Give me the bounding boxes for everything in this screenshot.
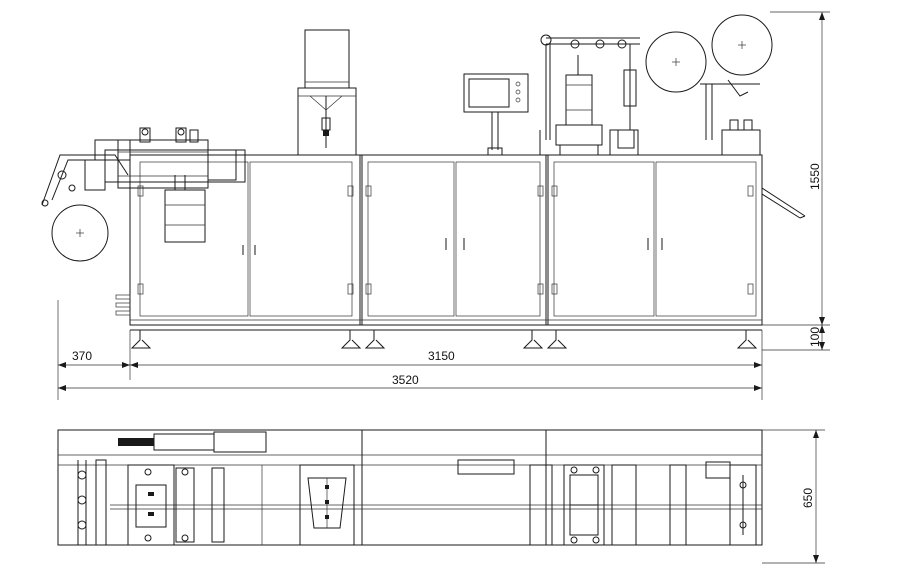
feeding-hopper xyxy=(297,29,357,156)
plan-heater xyxy=(118,431,267,453)
control-panel xyxy=(463,73,529,156)
dim-infeed-length: 370 xyxy=(72,349,92,363)
plan-control-box xyxy=(457,459,515,475)
dim-machine-width: 650 xyxy=(801,488,815,508)
front-elevation xyxy=(41,14,806,349)
sealing-station xyxy=(539,55,639,156)
dim-machine-height: 1550 xyxy=(808,163,822,190)
forming-station xyxy=(117,127,237,243)
unwind-roll xyxy=(41,139,246,262)
dimension-lines xyxy=(57,11,830,564)
dim-machine-length: 3150 xyxy=(428,349,455,363)
side-connectors xyxy=(115,294,131,316)
leveling-feet xyxy=(130,330,758,349)
guide-rollers xyxy=(540,34,640,149)
door-handles xyxy=(137,185,754,295)
plan-rewind xyxy=(669,461,757,546)
plan-feeder xyxy=(299,464,355,546)
lidding-foil-rolls xyxy=(645,14,773,156)
plan-unwind-shaft xyxy=(77,459,107,546)
plan-view xyxy=(57,429,763,546)
dim-leg-height: 100 xyxy=(808,327,822,347)
machine-frame xyxy=(129,154,763,331)
plan-sealing-station xyxy=(529,464,637,546)
cabinet-doors xyxy=(139,161,757,317)
dim-overall-length: 3520 xyxy=(392,373,419,387)
discharge-chute xyxy=(761,187,806,219)
plan-forming-die xyxy=(127,464,225,546)
